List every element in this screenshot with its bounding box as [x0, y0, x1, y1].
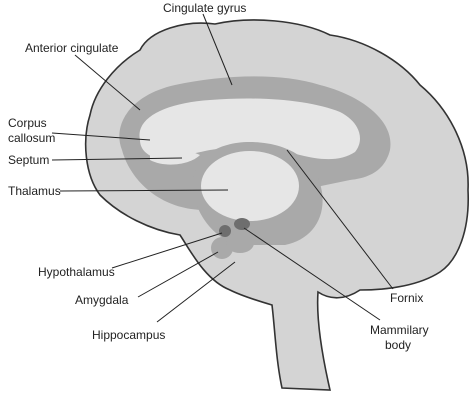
label-septum: Septum: [8, 153, 49, 167]
leader-anterior-cingulate: [74, 54, 141, 111]
label-fornix: Fornix: [390, 291, 423, 305]
corpus-callosum-region: [139, 98, 360, 160]
label-anterior-cingulate: Anterior cingulate: [25, 41, 119, 55]
label-thalamus: Thalamus: [8, 184, 61, 198]
hypothalamus-shape: [219, 225, 231, 237]
leader-thalamus: [59, 189, 229, 192]
leader-fornix: [286, 149, 394, 290]
leader-amygdala: [137, 251, 219, 298]
label-hypothalamus: Hypothalamus: [38, 265, 115, 279]
label-mammillary-line1: Mammilary: [370, 323, 429, 337]
leader-hippocampus: [156, 261, 236, 323]
hippocampus-shape: [226, 233, 254, 253]
mammillary-body-shape: [234, 218, 250, 230]
label-hippocampus: Hippocampus: [92, 328, 165, 342]
leader-corpus-callosum: [51, 132, 151, 141]
septum-region: [150, 147, 200, 165]
label-cingulate-gyrus: Cingulate gyrus: [163, 1, 246, 15]
thalamus-region: [201, 151, 299, 221]
label-amygdala: Amygdala: [75, 293, 129, 307]
label-mammillary-line2: body: [385, 338, 411, 352]
leader-cingulate-gyrus: [202, 13, 233, 86]
label-corpus-callosum-line2: callosum: [8, 131, 55, 145]
label-corpus-callosum-line1: Corpus: [8, 116, 47, 130]
leader-septum: [51, 157, 183, 161]
leader-mammillary-body: [243, 227, 381, 321]
leader-hypothalamus: [111, 232, 223, 269]
